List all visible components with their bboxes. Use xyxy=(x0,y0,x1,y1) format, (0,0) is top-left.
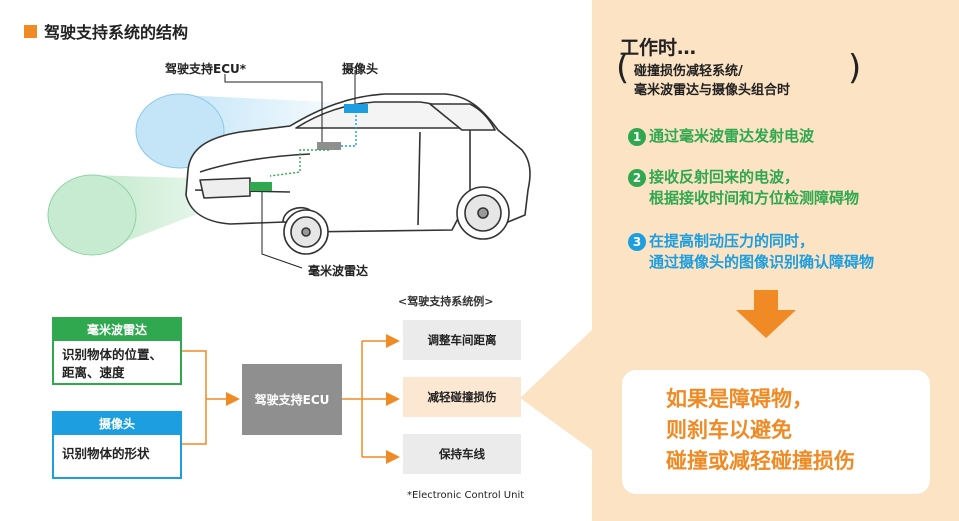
camera-input-body: 识别物体的形状 xyxy=(62,446,150,461)
result-box: 如果是障碍物， 则刹车以避免 碰撞或减轻碰撞损伤 xyxy=(622,370,930,494)
callout-pointer xyxy=(520,330,592,450)
output-box-collision: 减轻碰撞损伤 xyxy=(403,377,521,417)
radar-leader-line xyxy=(261,191,303,269)
condition-paren-left: ( xyxy=(616,48,630,88)
arrowhead-out-2 xyxy=(386,392,400,406)
step-3: 3 在提高制动压力的同时， 通过摄像头的图像识别确认障碍物 xyxy=(628,231,874,273)
radar-input-body: 识别物体的位置、距离、速度 xyxy=(62,347,163,380)
camera-input-header: 摄像头 xyxy=(54,413,180,435)
result-line-1: 如果是障碍物， xyxy=(666,387,813,411)
condition-paren-right: ) xyxy=(848,48,862,88)
step-2-line-2: 根据接收时间和方位检测障碍物 xyxy=(649,189,860,207)
radar-input-box: 毫米波雷达 识别物体的位置、距离、速度 xyxy=(52,317,182,385)
ecu-leader-line xyxy=(224,74,323,142)
section-title-text: 驾驶支持系统的结构 xyxy=(44,23,189,42)
radar-marker xyxy=(250,182,272,191)
input-merge-line xyxy=(182,350,207,445)
condition-text: 碰撞损伤减轻系统/ 毫米波雷达与摄像头组合时 xyxy=(634,62,854,100)
step-3-number-badge: 3 xyxy=(628,233,646,251)
step-2-line-1: 接收反射回来的电波， xyxy=(649,168,800,186)
step-3-line-1: 在提高制动压力的同时， xyxy=(649,232,815,250)
condition-line-2: 毫米波雷达与摄像头组合时 xyxy=(634,83,791,98)
step-1-line-1: 通过毫米波雷达发射电波 xyxy=(649,127,815,145)
ecu-radar-wire xyxy=(269,149,329,177)
result-text: 如果是障碍物， 则刹车以避免 碰撞或减轻碰撞损伤 xyxy=(666,384,855,477)
result-line-3: 碰撞或减轻碰撞损伤 xyxy=(666,449,855,473)
step-1-number-badge: 1 xyxy=(628,128,646,146)
arrowhead-out-3 xyxy=(386,450,400,464)
step-2-number-badge: 2 xyxy=(628,169,646,187)
car-body xyxy=(185,93,531,255)
condition-line-1: 碰撞损伤减轻系统/ xyxy=(634,64,743,79)
ecu-callout: 驾驶支持ECU* xyxy=(165,62,247,76)
section-title: 驾驶支持系统的结构 xyxy=(24,19,188,43)
camera-input-box: 摄像头 识别物体的形状 xyxy=(52,411,182,479)
ecu-marker xyxy=(317,142,341,150)
result-line-2: 则刹车以避免 xyxy=(666,418,792,442)
examples-label: <驾驶支持系统例> xyxy=(398,295,494,308)
down-arrow-icon xyxy=(736,290,796,338)
output-box-distance: 调整车间距离 xyxy=(403,320,521,360)
arrowhead-to-ecu xyxy=(226,392,240,406)
radar-detection-zone xyxy=(47,174,137,256)
step-1: 1 通过毫米波雷达发射电波 xyxy=(628,126,814,147)
step-2: 2 接收反射回来的电波， 根据接收时间和方位检测障碍物 xyxy=(628,167,859,209)
system-structure-panel: 驾驶支持系统的结构 xyxy=(24,19,531,501)
radar-input-header: 毫米波雷达 xyxy=(54,319,180,341)
title-bullet-square xyxy=(24,24,37,38)
arrowhead-out-1 xyxy=(386,334,400,348)
operation-panel: 工作时… ( 碰撞损伤减轻系统/ 毫米波雷达与摄像头组合时 ) 1 通过毫米波雷… xyxy=(592,0,959,521)
radar-callout: 毫米波雷达 xyxy=(308,264,369,278)
car-illustration xyxy=(47,70,531,269)
ecu-box: 驾驶支持ECU xyxy=(242,364,342,435)
step-3-line-2: 通过摄像头的图像识别确认障碍物 xyxy=(649,253,875,271)
camera-marker xyxy=(344,104,368,113)
footnote: *Electronic Control Unit xyxy=(407,490,525,501)
camera-callout: 摄像头 xyxy=(342,62,379,76)
output-box-lane: 保持车线 xyxy=(403,434,521,474)
operation-title: 工作时… xyxy=(620,37,697,59)
ecu-camera-wire xyxy=(341,113,357,147)
